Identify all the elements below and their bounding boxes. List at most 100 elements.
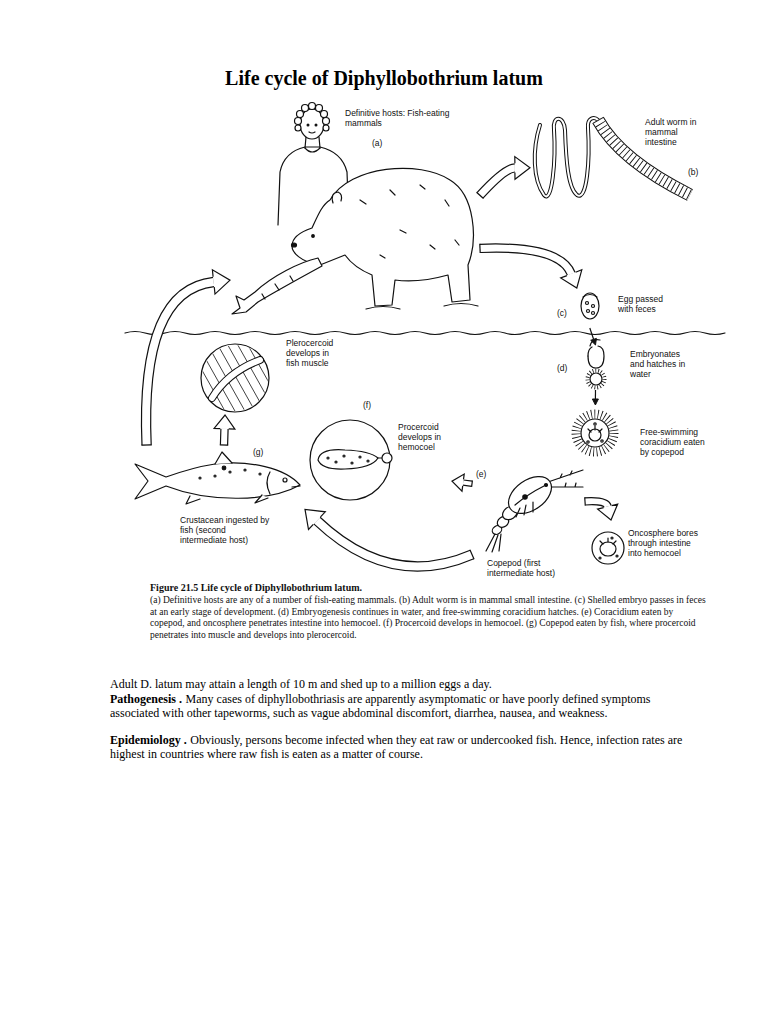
adult-worm-part: [535, 118, 598, 196]
cycle-arrow-part: [480, 248, 571, 274]
body-text: (a) Definitive hosts are any of a number…: [150, 595, 706, 640]
procercoid-inset-part: [310, 420, 390, 500]
coracidium-part: [601, 440, 603, 442]
plerocercoid-inset-part-part: [165, 340, 290, 420]
body-text: Many cases of diphyllobothriasis are app…: [110, 692, 650, 720]
callout-letter: (g): [253, 447, 271, 457]
stage-label: Copepod (first intermediate host): [487, 558, 583, 578]
figure-title: Life cycle of Diphyllobothrium latum: [0, 66, 768, 90]
stage-label: Plerocercoid develops in fish muscle: [286, 338, 344, 368]
person-figure-part: [307, 124, 309, 126]
egg-stage: Egg passed with feces(c): [555, 288, 700, 328]
bear-figure-part: [332, 192, 341, 203]
cycle-arrow-part: [585, 501, 608, 506]
cycle-arrow-part: [214, 415, 235, 429]
fish-host-part: [186, 496, 200, 504]
cycle-arrow-part: [515, 157, 530, 180]
cycle-arrow-part: [220, 444, 228, 445]
plerocercoid-inset-part: [212, 360, 260, 398]
section-heading: Pathogenesis .: [110, 692, 182, 706]
cycle-arrow-part: [146, 282, 214, 445]
cycle-arrow: [305, 509, 474, 566]
copepod-part: [516, 502, 533, 517]
procercoid-inset-part: [367, 460, 369, 462]
cycle-arrow-part: [595, 390, 596, 399]
coracidium-stage: Free-swimming coracidium eaten by copepo…: [565, 405, 717, 465]
cycle-arrow: [592, 390, 598, 405]
copepod-part: [523, 495, 527, 499]
callout-letter: (e): [476, 469, 494, 479]
cycle-arrow-part: [561, 270, 582, 288]
copepod-part: [486, 534, 501, 552]
cycle-arrow-part: [477, 192, 484, 198]
egg: [581, 293, 599, 319]
cycle-arrow: [480, 244, 582, 288]
hatching-egg-part: [588, 347, 592, 356]
copepod-part: [515, 486, 544, 505]
cycle-arrow-part: [585, 501, 608, 506]
body-text: Adult D. latum may attain a length of 10…: [110, 677, 492, 691]
fish-host-part: [215, 452, 232, 464]
stage-label: Procercoid develops in hemocoel: [398, 422, 450, 452]
coracidium-part: [588, 426, 602, 432]
person-figure-part: [309, 103, 316, 110]
hatching-egg-part: [588, 371, 605, 388]
fish-host-part: [135, 463, 300, 499]
oncosphere: [592, 532, 624, 564]
body-paragraph: Pathogenesis .Many cases of diphylloboth…: [110, 692, 702, 720]
fish-host-part: [267, 472, 300, 494]
body-text: Obviously, persons become infected when …: [110, 733, 682, 761]
stage-label: Crustacean ingested by fish (second inte…: [180, 515, 270, 545]
water-surface: [125, 332, 725, 335]
coracidium-part: [594, 423, 596, 425]
fish-host-part: [229, 471, 231, 473]
procercoid-inset: [310, 420, 392, 500]
bear-figure-part: [360, 185, 459, 258]
person-figure-part: [316, 105, 323, 112]
cycle-arrow: [452, 474, 472, 491]
callout-letter: (b): [688, 167, 708, 177]
cycle-arrow-part: [590, 328, 594, 339]
cycle-arrow: [585, 497, 618, 520]
host-stage: Definitive hosts: Fish-eating mammals(a): [230, 100, 480, 312]
cycle-arrow-part: [214, 415, 235, 429]
cycle-arrow-part: [221, 429, 228, 445]
fish-host-part: [222, 466, 226, 470]
bear-figure: [232, 168, 478, 314]
cycle-arrow-part: [471, 481, 473, 487]
procercoid-inset-part: [382, 453, 392, 463]
stage-label: Egg passed with feces: [618, 294, 674, 314]
cycle-arrow-part: [561, 270, 582, 288]
copepod-stage: Copepod (first intermediate host) (e): [472, 466, 585, 584]
procercoid-inset-part: [351, 462, 353, 464]
callout-letter: (f): [363, 400, 381, 410]
cycle-arrow-part: [584, 497, 586, 505]
coracidium-part: [589, 429, 601, 441]
plerocercoid-stage: Plerocercoid develops in fish muscle: [198, 335, 378, 415]
cycle-arrow-part: [212, 270, 230, 294]
person-figure-part: [297, 111, 304, 118]
figure-caption: Figure 21.5 Life cycle of Diphyllobothri…: [150, 582, 710, 594]
cycle-arrow: [590, 328, 597, 345]
procercoid-inset-part: [327, 457, 329, 459]
cycle-arrow-part: [480, 168, 515, 196]
cycle-arrow-part: [463, 483, 472, 484]
procercoid-stage: Procercoid develops in hemocoel (f): [305, 398, 452, 502]
plerocercoid-inset: [165, 340, 290, 420]
cycle-arrow: [141, 270, 230, 445]
cycle-arrow-part: [515, 157, 530, 180]
oncosphere-part: [592, 532, 624, 564]
egg-part: [583, 295, 597, 298]
section-heading: Epidemiology .: [110, 733, 187, 747]
hatching-egg-part: [590, 373, 602, 385]
cycle-arrow-part: [146, 282, 214, 445]
plerocercoid-inset-part: [201, 344, 269, 412]
cycle-arrow-part: [591, 338, 597, 345]
fish-host-part: [259, 473, 261, 475]
person-figure-part: [321, 111, 328, 118]
person-figure-part: [323, 125, 329, 131]
